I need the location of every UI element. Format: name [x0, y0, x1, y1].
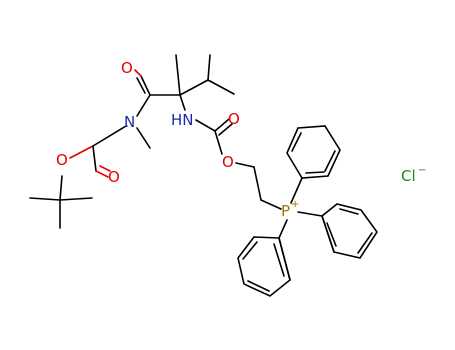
chloride-ion: Cl — [401, 167, 416, 185]
ethylene-linker — [235, 162, 282, 210]
amide-nitrogen: N — [124, 113, 135, 131]
ester-oxygen-single: O — [56, 151, 68, 169]
ester-oxygen-double: O — [108, 168, 120, 186]
phenyl-ring-top — [286, 125, 341, 179]
phenyl-ring-right — [321, 203, 378, 259]
carbamate-oxygen-single: O — [222, 153, 234, 171]
valine-side-chain — [175, 54, 235, 111]
ester-group — [69, 125, 127, 178]
tert-butyl-group — [29, 175, 93, 229]
phenyl-ring-bottom — [237, 236, 291, 297]
phosphorus-atom: P — [281, 202, 290, 220]
carbamate-group — [195, 118, 233, 155]
amide-carbonyl — [134, 69, 181, 96]
phosphonium-bonds — [278, 177, 323, 239]
carbamate-nh: HN — [171, 111, 194, 129]
amide-n-group — [125, 94, 151, 149]
amide-oxygen: O — [121, 59, 133, 77]
chloride-charge: − — [418, 165, 426, 176]
phosphorus-charge: + — [291, 199, 299, 210]
carbamate-oxygen-double: O — [228, 110, 240, 128]
